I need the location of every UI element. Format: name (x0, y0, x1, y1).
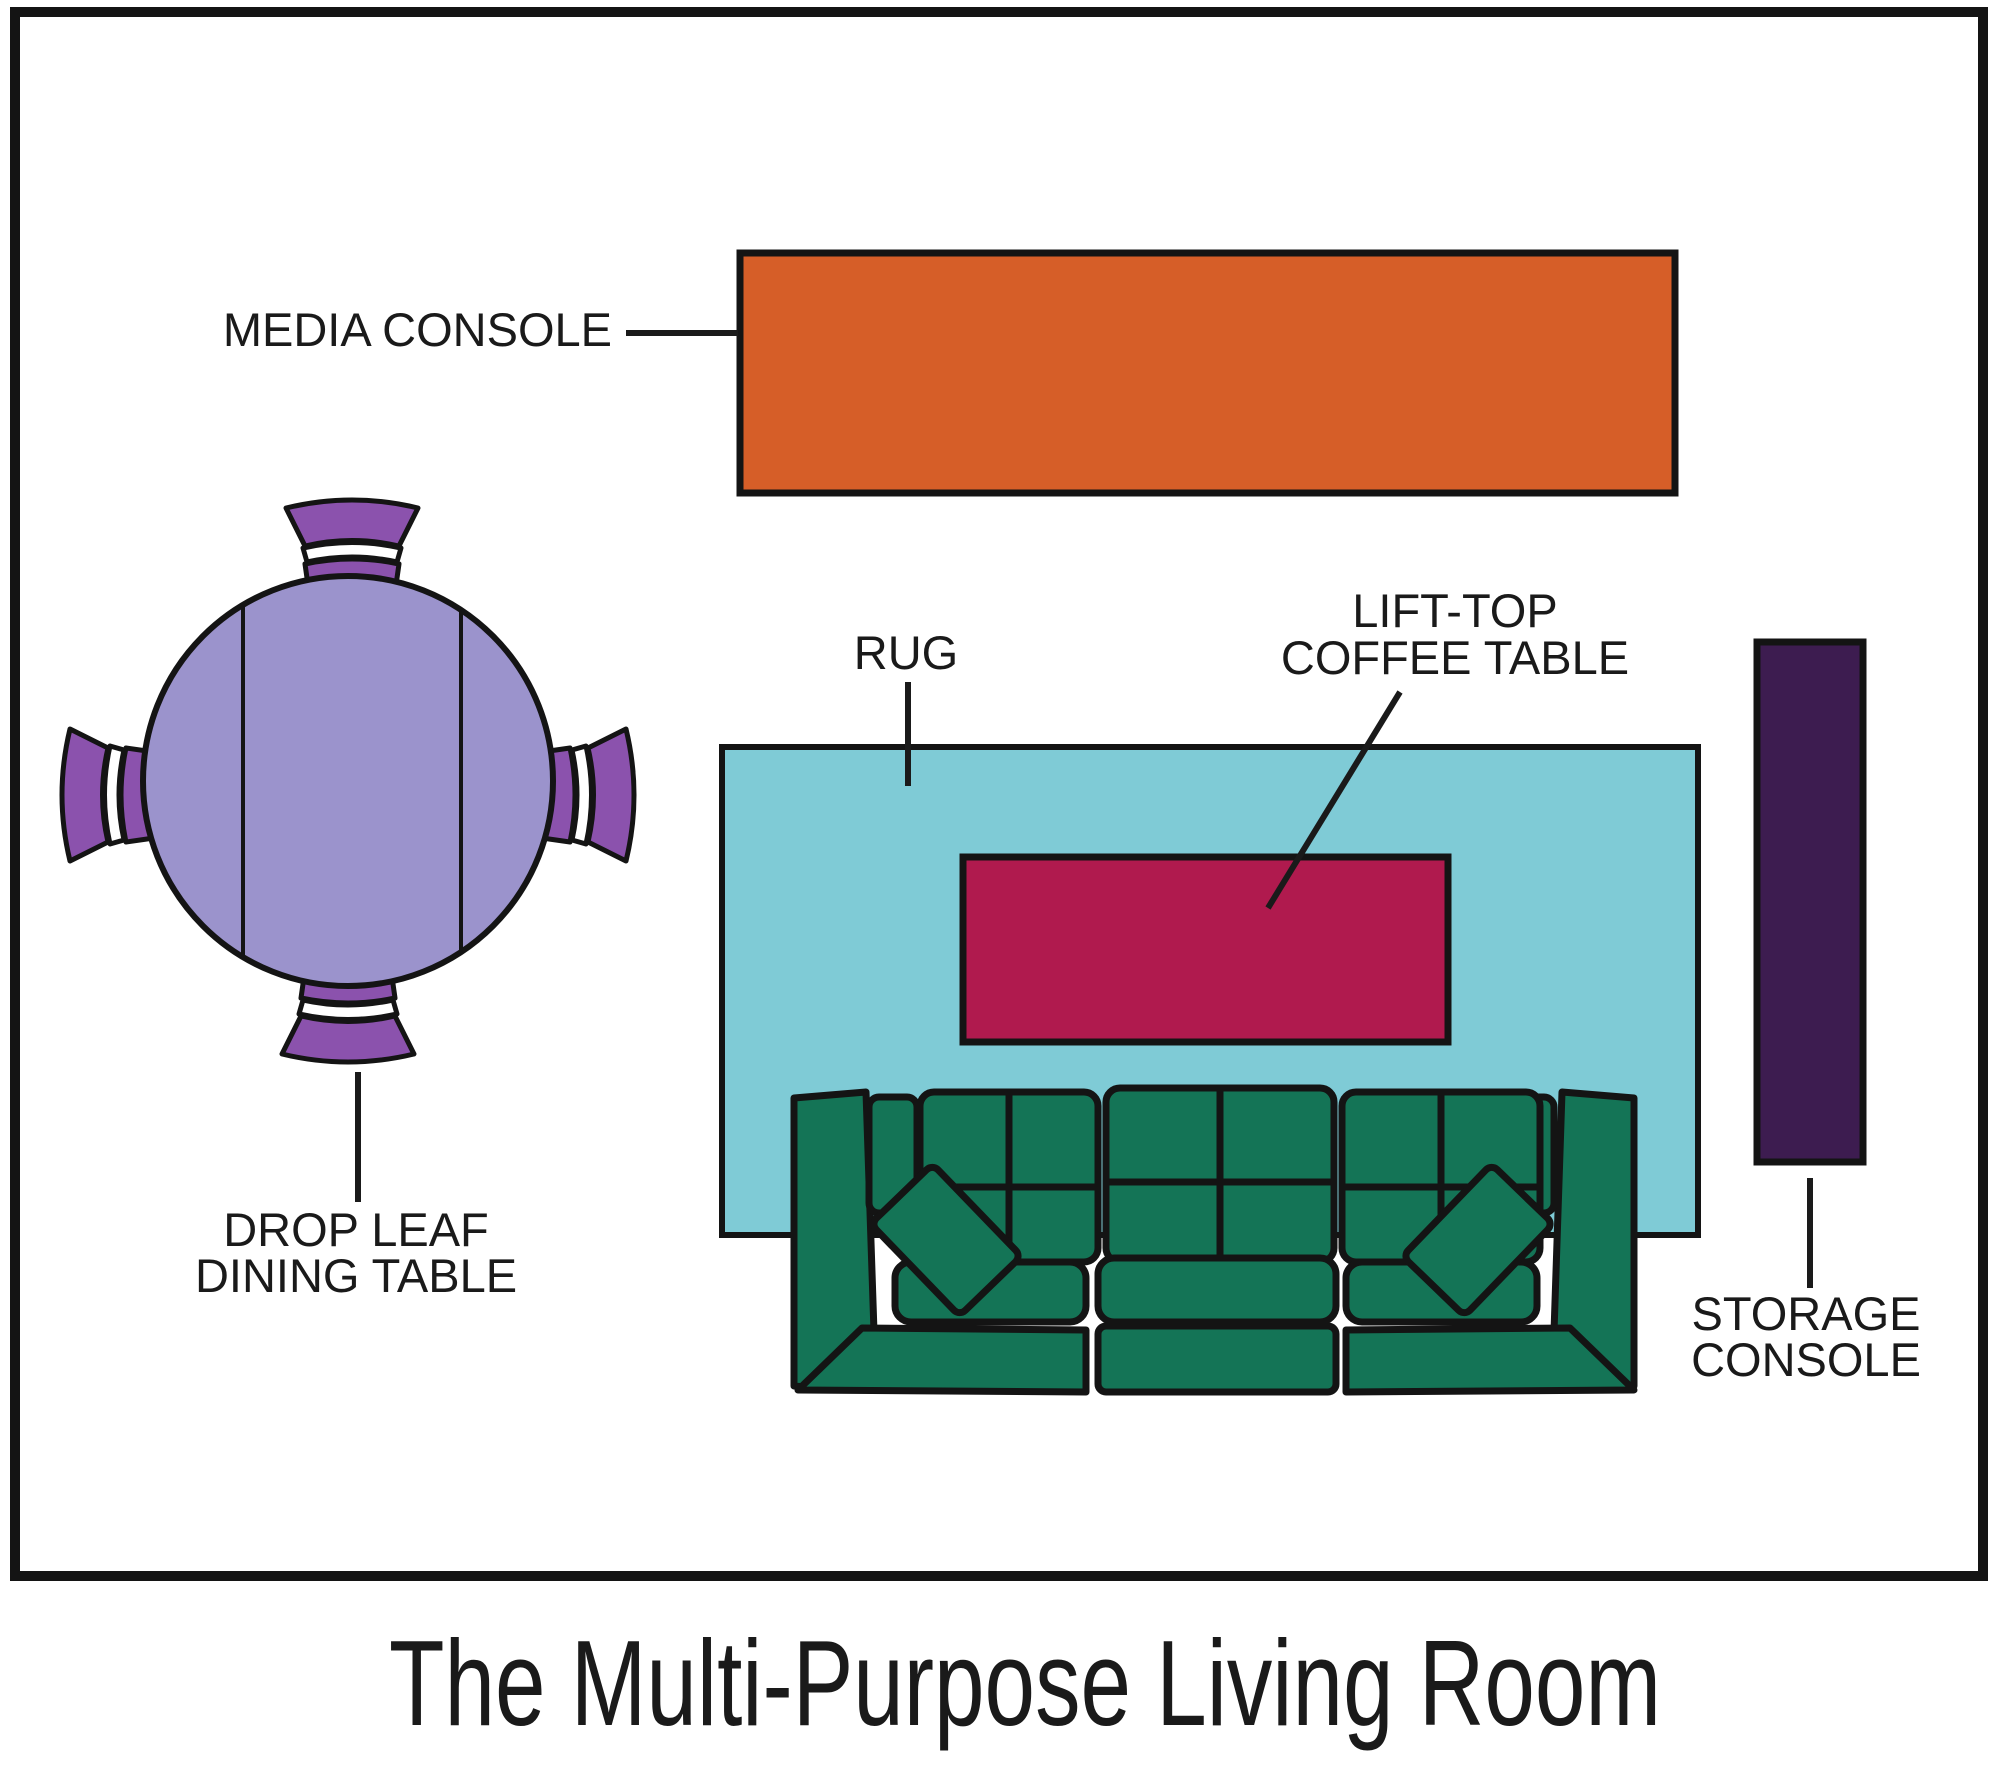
sofa-pillow-right (1402, 1163, 1554, 1317)
page-title: The Multi-Purpose Living Room (389, 1615, 1661, 1751)
leader-lines (355, 330, 1813, 1288)
storage-console-label-line2: CONSOLE (1691, 1333, 1921, 1386)
sofa-shape (790, 1084, 1638, 1396)
room-border (10, 7, 1988, 1581)
coffee-table-shape (959, 853, 1452, 1046)
sofa-front-cushions (794, 1322, 1638, 1396)
dining-set (59, 497, 637, 1065)
coffee-table-label-line2: COFFEE TABLE (1281, 631, 1629, 684)
sofa-pillow-left (870, 1163, 1022, 1317)
coffee-table-label-line1: LIFT-TOP (1352, 584, 1557, 637)
dining-chair-bottom (279, 967, 417, 1065)
drop-leaf-seams (241, 607, 463, 955)
media-console-shape (736, 249, 1679, 497)
storage-console-shape (1753, 638, 1867, 1166)
dining-table-shape (140, 573, 556, 989)
coffee-table-leader-line (1265, 690, 1403, 910)
rug-label: RUG (854, 626, 958, 679)
media-console-label: MEDIA CONSOLE (223, 303, 612, 356)
dining-chair-left (59, 726, 157, 864)
dining-chair-right (539, 726, 637, 864)
dining-table-label-line2: DINING TABLE (195, 1249, 517, 1302)
storage-console-label-line1: STORAGE (1692, 1287, 1921, 1340)
dining-table-label-line1: DROP LEAF (223, 1203, 489, 1256)
